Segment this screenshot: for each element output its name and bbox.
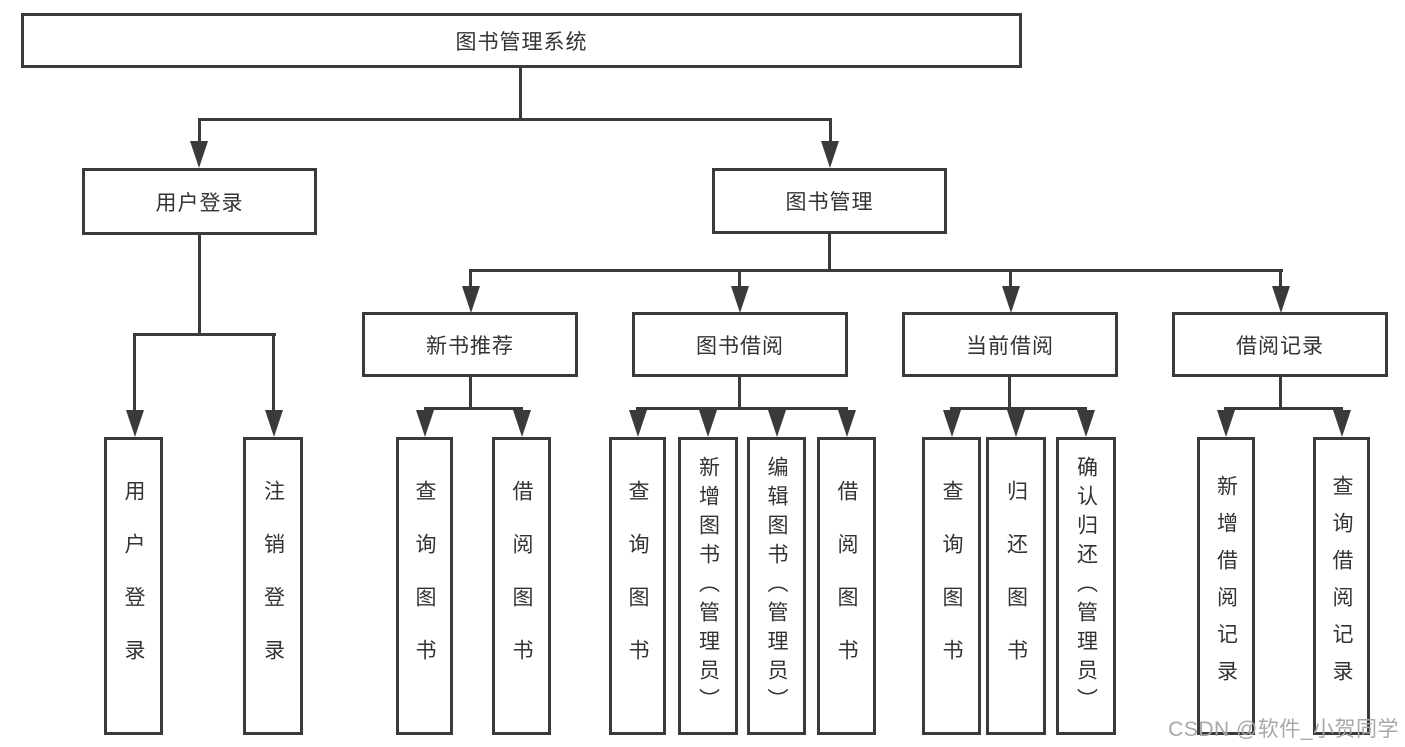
leaf-add-books-admin: 新增图书（管理员） — [678, 437, 738, 735]
connector-line — [1008, 377, 1011, 410]
arrowhead-icon — [265, 410, 283, 437]
arrowhead-icon — [821, 141, 839, 168]
connector-line — [133, 333, 276, 336]
connector-line — [1009, 269, 1012, 291]
arrowhead-icon — [629, 410, 647, 437]
node-user-login: 用户登录 — [82, 168, 317, 235]
arrowhead-icon — [838, 410, 856, 437]
arrowhead-icon — [1333, 410, 1351, 437]
arrowhead-icon — [699, 410, 717, 437]
node-label: 查询借阅记录 — [1330, 475, 1353, 697]
node-book-management: 图书管理 — [712, 168, 947, 234]
leaf-query-books-borrow: 查询图书 — [609, 437, 666, 735]
leaf-logout: 注销登录 — [243, 437, 303, 735]
leaf-borrow-books: 借阅图书 — [817, 437, 876, 735]
node-label: 借阅记录 — [1236, 334, 1324, 358]
connector-line — [198, 235, 201, 336]
connector-line — [469, 269, 472, 291]
node-label: 确认归还（管理员） — [1074, 455, 1098, 717]
connector-line — [272, 333, 275, 413]
node-label: 新书推荐 — [426, 334, 514, 358]
connector-line — [1224, 407, 1343, 410]
arrowhead-icon — [1217, 410, 1235, 437]
node-book-borrow: 图书借阅 — [632, 312, 848, 377]
leaf-edit-books-admin: 编辑图书（管理员） — [747, 437, 806, 735]
connector-line — [469, 377, 472, 410]
node-label: 查询图书 — [413, 480, 436, 692]
arrowhead-icon — [1077, 410, 1095, 437]
connector-line — [636, 407, 848, 410]
leaf-query-books-recommend: 查询图书 — [396, 437, 453, 735]
leaf-query-borrow-record: 查询借阅记录 — [1313, 437, 1370, 735]
arrowhead-icon — [513, 410, 531, 437]
leaf-query-books-current: 查询图书 — [922, 437, 981, 735]
connector-line — [469, 269, 1283, 272]
connector-line — [424, 407, 523, 410]
arrowhead-icon — [1272, 286, 1290, 313]
connector-line — [198, 118, 201, 146]
node-label: 用户登录 — [122, 480, 145, 692]
node-current-borrow: 当前借阅 — [902, 312, 1118, 377]
node-label: 归还图书 — [1004, 480, 1028, 692]
node-root-library-system: 图书管理系统 — [21, 13, 1022, 68]
leaf-add-borrow-record: 新增借阅记录 — [1197, 437, 1255, 735]
connector-line — [1279, 269, 1282, 291]
leaf-confirm-return-admin: 确认归还（管理员） — [1056, 437, 1116, 735]
connector-line — [829, 118, 832, 146]
node-new-book-recommend: 新书推荐 — [362, 312, 578, 377]
arrowhead-icon — [416, 410, 434, 437]
connector-line — [950, 407, 1087, 410]
csdn-watermark: CSDN @软件_小贺同学 — [1168, 718, 1399, 741]
node-label: 用户登录 — [155, 191, 244, 215]
node-label: 查询图书 — [626, 480, 649, 692]
arrowhead-icon — [1007, 410, 1025, 437]
leaf-return-books: 归还图书 — [986, 437, 1046, 735]
leaf-borrow-books-recommend: 借阅图书 — [492, 437, 551, 735]
node-label: 新增借阅记录 — [1214, 475, 1238, 697]
arrowhead-icon — [1002, 286, 1020, 313]
node-label: 图书管理系统 — [455, 30, 588, 54]
connector-line — [738, 269, 741, 291]
arrowhead-icon — [768, 410, 786, 437]
node-label: 借阅图书 — [835, 480, 858, 692]
leaf-user-login: 用户登录 — [104, 437, 163, 735]
node-label: 编辑图书（管理员） — [765, 455, 788, 717]
node-label: 当前借阅 — [966, 334, 1054, 358]
arrowhead-icon — [462, 286, 480, 313]
node-label: 注销登录 — [261, 480, 285, 692]
connector-line — [828, 234, 831, 272]
node-label: 图书借阅 — [696, 334, 784, 358]
arrowhead-icon — [126, 410, 144, 437]
connector-line — [738, 377, 741, 410]
connector-line — [1279, 377, 1282, 410]
connector-line — [519, 68, 522, 120]
node-label: 图书管理 — [785, 191, 874, 214]
arrowhead-icon — [190, 141, 208, 168]
node-label: 查询图书 — [940, 480, 963, 692]
node-borrow-record: 借阅记录 — [1172, 312, 1388, 377]
arrowhead-icon — [943, 410, 961, 437]
node-label: 新增图书（管理员） — [696, 455, 720, 717]
node-label: 借阅图书 — [510, 480, 533, 692]
connector-line — [133, 333, 136, 413]
arrowhead-icon — [731, 286, 749, 313]
connector-line — [198, 118, 832, 121]
